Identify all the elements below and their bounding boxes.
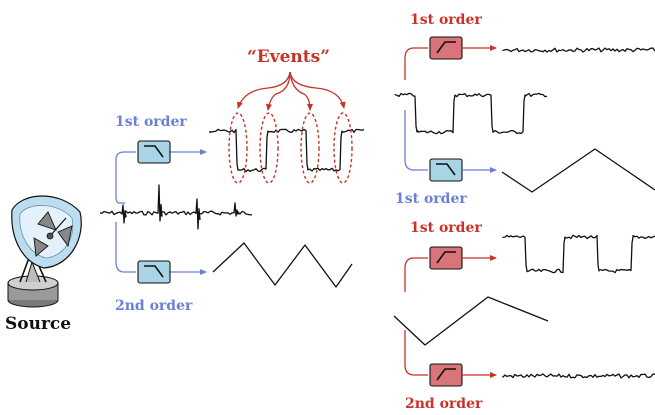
right-triangle-wave bbox=[501, 148, 655, 193]
right-1-red-wire bbox=[404, 47, 428, 80]
highpass-filter-icon bbox=[429, 246, 463, 270]
spiky-input-signal bbox=[99, 184, 253, 230]
event-ellipses bbox=[228, 112, 353, 184]
right-1-order-label: 1st order bbox=[410, 12, 482, 28]
right-spiky-output-2 bbox=[502, 373, 655, 379]
right-spiky-output-1 bbox=[502, 47, 655, 53]
triangle-wave-signal bbox=[212, 242, 353, 288]
right-square-wave-output bbox=[502, 234, 655, 274]
right-4-red-wire bbox=[404, 330, 428, 376]
right-triangle-input bbox=[393, 296, 549, 346]
right-square-wave bbox=[394, 92, 548, 135]
right-2-order-label: 1st order bbox=[395, 191, 467, 207]
source-label: Source bbox=[5, 314, 71, 334]
highpass-filter-icon bbox=[429, 36, 463, 60]
highpass-filter-icon bbox=[429, 363, 463, 387]
lower-blue-wire bbox=[115, 222, 136, 273]
upper-blue-wire bbox=[115, 151, 136, 204]
left-top-order-label: 1st order bbox=[115, 114, 187, 130]
lowpass-filter-icon bbox=[429, 158, 463, 182]
right-3-order-label: 1st order bbox=[410, 220, 482, 236]
source-dish-icon bbox=[7, 195, 82, 308]
events-label: “Events” bbox=[247, 47, 330, 67]
right-3-red-wire bbox=[404, 257, 428, 292]
right-4-order-label: 2nd order bbox=[405, 396, 483, 412]
lowpass-filter-icon bbox=[137, 140, 171, 164]
left-bottom-order-label: 2nd order bbox=[115, 298, 193, 314]
square-wave-signal bbox=[209, 128, 365, 173]
events-arrows bbox=[237, 71, 346, 111]
right-2-blue-wire bbox=[404, 110, 428, 171]
lowpass-filter-icon bbox=[137, 260, 171, 284]
